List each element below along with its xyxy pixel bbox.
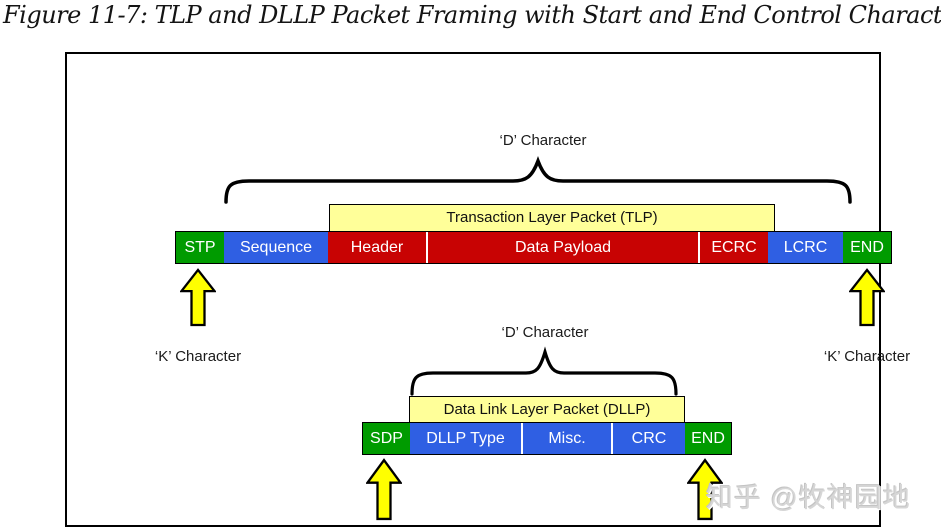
diagram-border-box: ‘D’ Character Transaction Layer Packet (… bbox=[65, 52, 910, 527]
tlp-start-up-arrow-icon bbox=[180, 268, 216, 327]
tlp-packet-label-box: Transaction Layer Packet (TLP) bbox=[329, 204, 775, 232]
packet-segment-sdp: SDP bbox=[363, 423, 410, 454]
tlp-d-brace-icon bbox=[224, 156, 852, 204]
packet-segment-sequence: Sequence bbox=[224, 232, 328, 263]
dllp-packet-label-box: Data Link Layer Packet (DLLP) bbox=[409, 396, 685, 423]
packet-segment-header: Header bbox=[328, 232, 426, 263]
packet-segment-stp: STP bbox=[176, 232, 224, 263]
tlp-end-up-arrow-icon bbox=[849, 268, 885, 327]
packet-segment-lcrc: LCRC bbox=[768, 232, 843, 263]
dllp-d-brace-icon bbox=[410, 346, 678, 396]
tlp-d-character-label: ‘D’ Character bbox=[499, 132, 587, 149]
figure-title: Figure 11-7: TLP and DLLP Packet Framing… bbox=[3, 1, 941, 29]
dllp-start-up-arrow-icon bbox=[366, 458, 402, 521]
dllp-end-up-arrow-icon bbox=[687, 458, 723, 521]
packet-segment-end: END bbox=[843, 232, 891, 263]
tlp-k-character-right-label: ‘K’ Character bbox=[823, 348, 911, 365]
packet-segment-misc-: Misc. bbox=[521, 423, 611, 454]
packet-segment-end: END bbox=[685, 423, 731, 454]
packet-segment-ecrc: ECRC bbox=[698, 232, 768, 263]
packet-segment-data-payload: Data Payload bbox=[426, 232, 698, 263]
packet-segment-dllp-type: DLLP Type bbox=[410, 423, 521, 454]
packet-segment-crc: CRC bbox=[611, 423, 685, 454]
dllp-d-character-label: ‘D’ Character bbox=[501, 324, 589, 341]
watermark: 知乎 @牧神园地 bbox=[706, 483, 911, 513]
tlp-k-character-left-label: ‘K’ Character bbox=[154, 348, 242, 365]
